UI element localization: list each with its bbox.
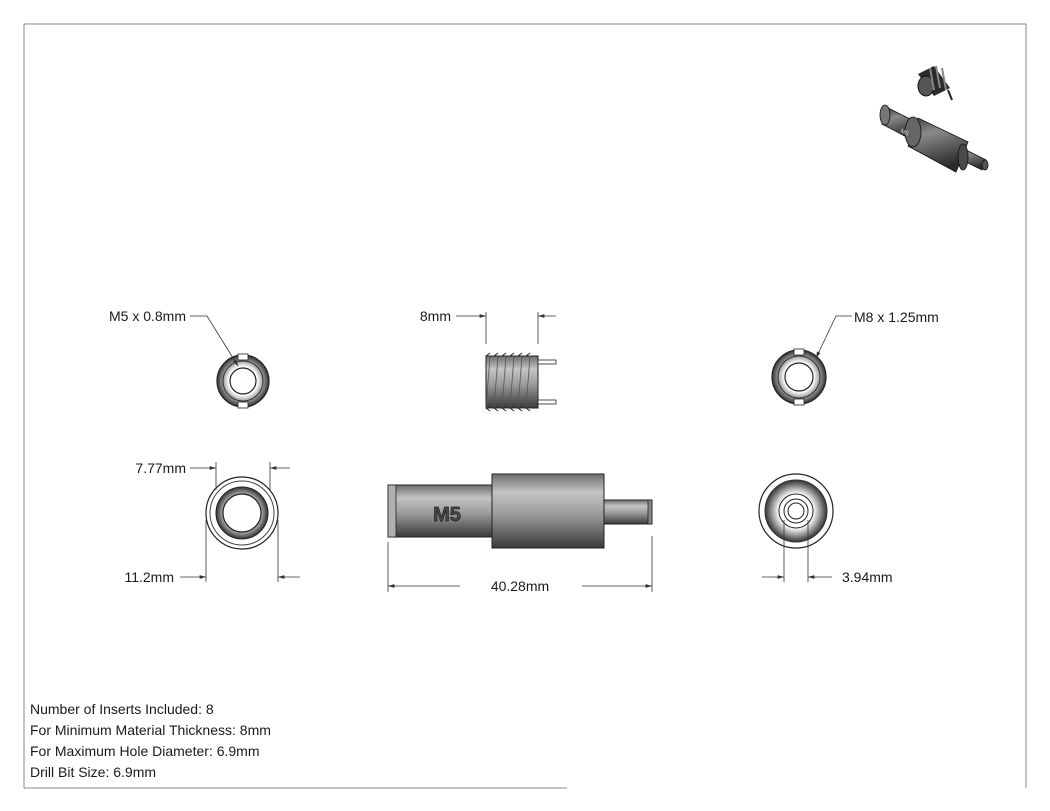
tool-end-view (205, 476, 279, 550)
insert-end-view-m5 (216, 353, 270, 409)
sheet-border (23, 23, 1027, 789)
callout-thread-m5: M5 x 0.8mm (109, 308, 239, 367)
callout-insert-length: 8mm (420, 308, 556, 344)
outer-diameter-label: 11.2mm (124, 569, 174, 585)
note-inserts-included: Number of Inserts Included: 8 (30, 701, 214, 717)
insert-length-label: 8mm (420, 308, 451, 324)
callout-thread-m8: M8 x 1.25mm (815, 309, 939, 359)
thread-m5-label: M5 x 0.8mm (109, 308, 186, 324)
tool-length-label: 40.28mm (491, 578, 549, 594)
insert-end-view-m8 (771, 348, 827, 406)
callout-pilot-diameter: 3.94mm (762, 520, 893, 585)
note-max-hole-diameter: For Maximum Hole Diameter: 6.9mm (30, 743, 260, 759)
insert-side-view (485, 352, 557, 412)
svg-text:M5: M5 (899, 128, 910, 138)
pilot-diameter-label: 3.94mm (842, 569, 893, 585)
note-drill-bit-size: Drill Bit Size: 6.9mm (30, 764, 157, 780)
tool-pilot-end-view (758, 473, 834, 549)
iso-tool: M5 (879, 104, 989, 173)
callout-tool-length: 40.28mm (387, 536, 653, 594)
iso-insert (917, 65, 953, 101)
tool-side-view: M5 (387, 473, 653, 549)
callout-inner-diameter: 7.77mm (135, 460, 290, 490)
tool-marking: M5 (433, 504, 461, 526)
callout-outer-diameter: 11.2mm (124, 520, 300, 585)
thread-m8-label: M8 x 1.25mm (854, 309, 939, 325)
spec-notes: Number of Inserts Included: 8 For Minimu… (30, 699, 271, 783)
inner-diameter-label: 7.77mm (135, 460, 186, 476)
note-min-thickness: For Minimum Material Thickness: 8mm (30, 722, 271, 738)
isometric-view: M5 (879, 65, 989, 173)
